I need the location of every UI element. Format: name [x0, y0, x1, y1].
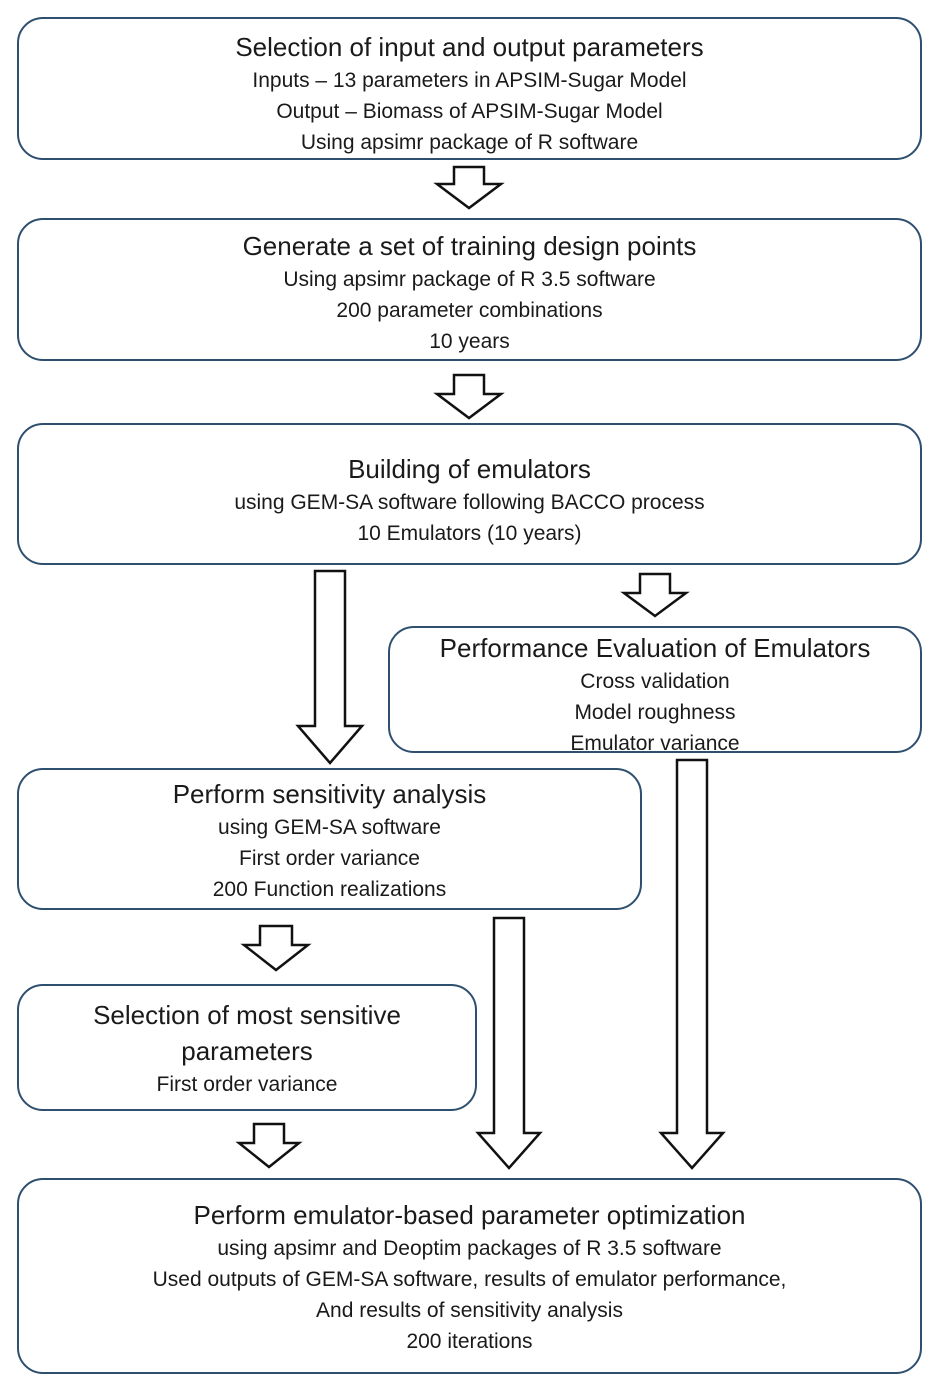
arrow-sensitivity-to-selection	[240, 924, 312, 972]
box-line: Model roughness	[574, 701, 736, 724]
box-title: Perform sensitivity analysis	[172, 779, 487, 809]
box-line: Emulator variance	[570, 732, 740, 755]
box-line: 10 Emulators (10 years)	[357, 522, 582, 545]
box-building-emulators: Building of emulators using GEM-SA softw…	[17, 423, 922, 565]
box-line: using GEM-SA software	[218, 816, 441, 839]
box-title: Selection of most sensitive	[93, 1000, 401, 1030]
box-title: Selection of input and output parameters	[235, 32, 704, 62]
arrow-sensitivity-to-optimization	[475, 916, 543, 1170]
box-line: Output – Biomass of APSIM-Sugar Model	[276, 100, 663, 123]
box-line: 200 iterations	[406, 1330, 533, 1353]
box-line: Using apsimr package of R software	[300, 131, 639, 154]
box-training-design-points: Generate a set of training design points…	[17, 218, 922, 361]
box-line: Inputs – 13 parameters in APSIM-Sugar Mo…	[252, 69, 687, 92]
box-line: 200 Function realizations	[212, 878, 447, 901]
box-sensitivity-analysis: Perform sensitivity analysis using GEM-S…	[17, 768, 642, 910]
box-title: Generate a set of training design points	[242, 231, 697, 261]
box-line: And results of sensitivity analysis	[316, 1299, 623, 1322]
arrow-building-to-sensitivity	[295, 569, 365, 765]
box-line: using apsimr and Deoptim packages of R 3…	[217, 1237, 722, 1260]
box-line: First order variance	[239, 847, 420, 870]
box-line: Using apsimr package of R 3.5 software	[283, 268, 656, 291]
box-title: parameters	[181, 1036, 313, 1066]
arrow-performance-to-optimization	[658, 758, 726, 1170]
box-parameter-optimization: Perform emulator-based parameter optimiz…	[17, 1178, 922, 1374]
arrow-params-to-training	[433, 165, 505, 210]
arrow-selection-to-optimization	[235, 1122, 303, 1169]
box-line: 10 years	[429, 330, 510, 353]
box-line: 200 parameter combinations	[336, 299, 603, 322]
box-title: Perform emulator-based parameter optimiz…	[193, 1200, 746, 1230]
box-performance-evaluation: Performance Evaluation of Emulators Cros…	[388, 626, 922, 755]
box-title: Building of emulators	[348, 454, 591, 484]
box-line: using GEM-SA software following BACCO pr…	[234, 491, 705, 514]
box-most-sensitive-parameters: Selection of most sensitive parameters F…	[17, 984, 477, 1111]
box-line: First order variance	[156, 1073, 338, 1096]
box-line: Used outputs of GEM-SA software, results…	[152, 1268, 787, 1291]
arrow-building-to-performance	[620, 572, 690, 618]
box-selection-parameters: Selection of input and output parameters…	[17, 17, 922, 160]
box-title: Performance Evaluation of Emulators	[439, 633, 871, 663]
arrow-training-to-building	[433, 373, 505, 420]
box-line: Cross validation	[580, 670, 730, 693]
